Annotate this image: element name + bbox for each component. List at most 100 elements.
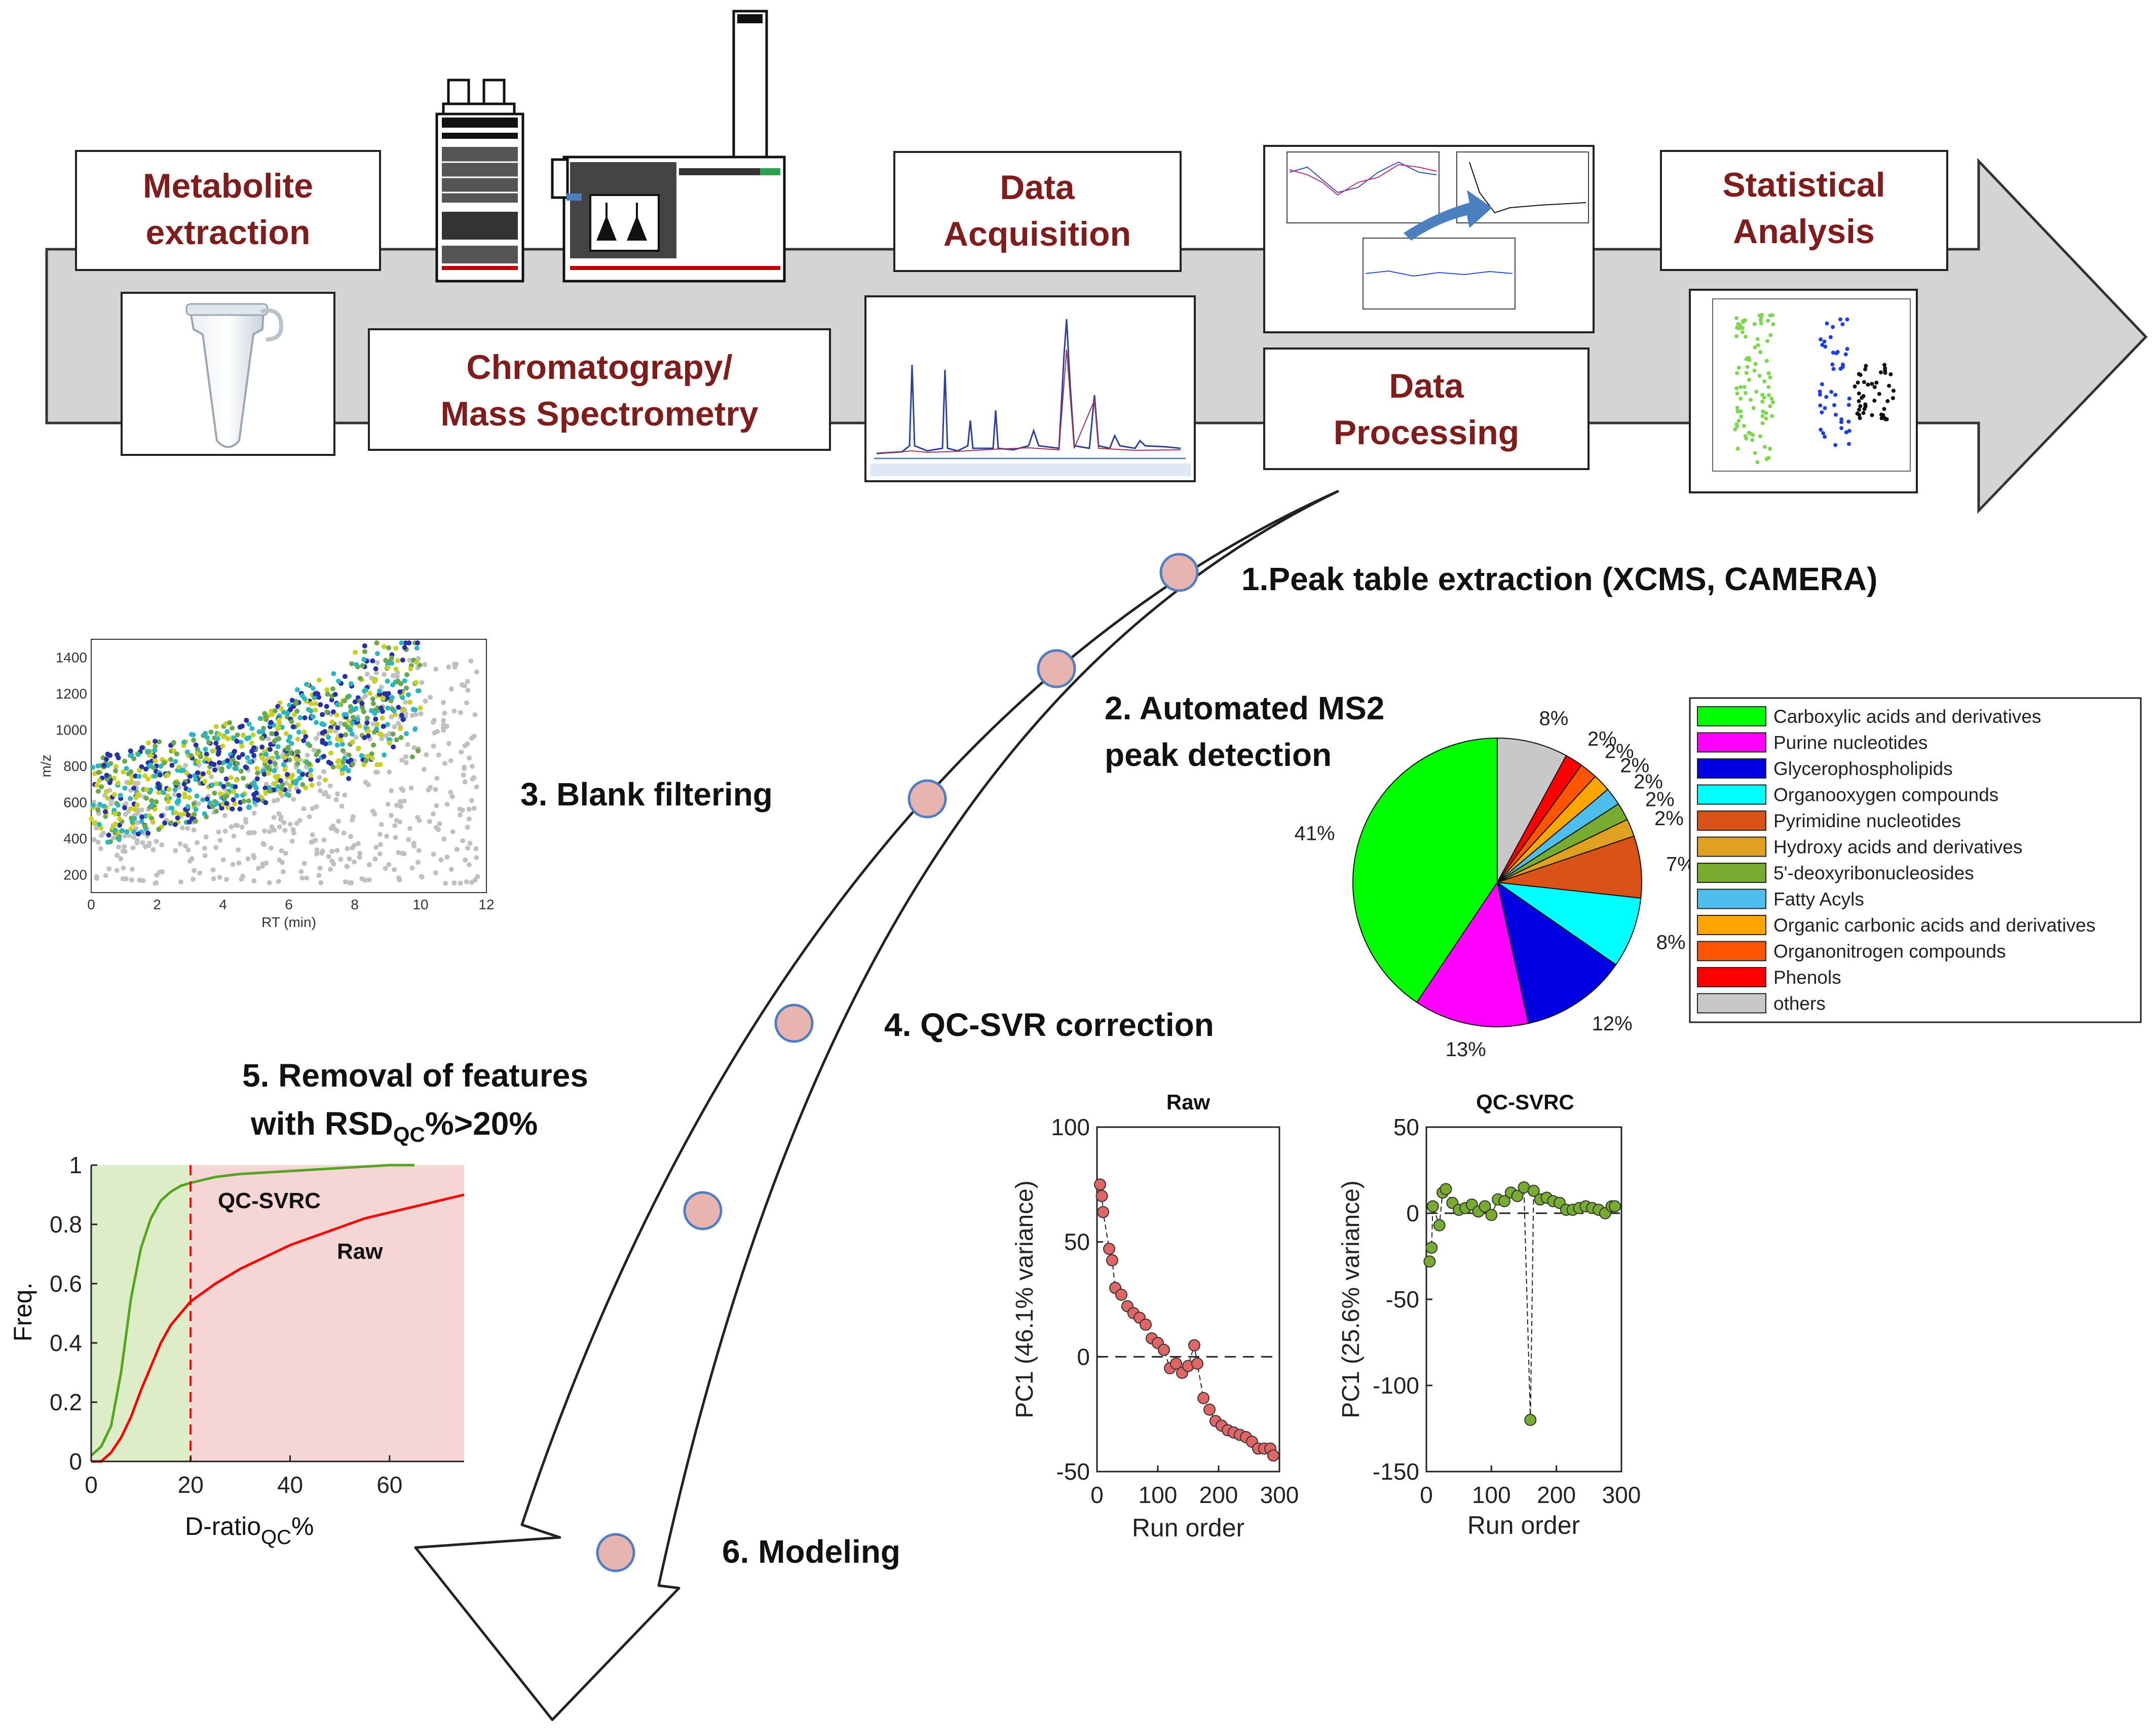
bf-point xyxy=(178,768,184,774)
bf-point xyxy=(262,758,268,764)
bf-point xyxy=(362,649,367,654)
bf-point xyxy=(387,769,392,775)
bf-point xyxy=(200,771,206,777)
bf-point xyxy=(105,763,110,768)
stage-title-line2: extraction xyxy=(146,213,311,252)
bf-point xyxy=(382,752,387,758)
pca-point xyxy=(1888,372,1893,376)
bf-point xyxy=(465,679,470,684)
pca-point xyxy=(1823,435,1827,439)
bf-point xyxy=(352,699,358,705)
bf-point xyxy=(96,778,102,783)
bf-point xyxy=(137,768,142,774)
bf-point xyxy=(460,838,466,843)
pca-point xyxy=(1746,356,1750,360)
bf-point xyxy=(371,729,377,735)
bf-point xyxy=(364,715,370,721)
bf-point xyxy=(288,750,293,756)
bf-point xyxy=(95,807,101,813)
bf-point xyxy=(277,824,282,830)
bf-point xyxy=(206,769,212,775)
bf-point xyxy=(278,778,283,783)
pca-point xyxy=(1734,386,1739,391)
raw-chart-title: Raw xyxy=(1166,1090,1211,1114)
bf-point xyxy=(191,827,197,833)
bf-point xyxy=(93,820,98,825)
bf-point xyxy=(96,769,101,775)
bf-point xyxy=(433,870,438,876)
bf-point xyxy=(359,753,364,758)
bf-point xyxy=(353,649,358,655)
legend-swatch xyxy=(1697,993,1766,1014)
bf-point xyxy=(283,851,288,856)
pca-point xyxy=(1847,396,1851,401)
bf-point xyxy=(184,749,190,755)
bf-point xyxy=(291,796,296,802)
bf-point xyxy=(413,680,419,685)
bf-point xyxy=(144,787,149,792)
bf-point xyxy=(343,879,348,884)
bf-point xyxy=(279,724,285,730)
bf-point xyxy=(212,767,217,773)
bf-point xyxy=(469,736,474,741)
bf-point xyxy=(303,734,309,739)
bf-point xyxy=(216,829,221,835)
bf-point xyxy=(112,821,118,827)
run-point xyxy=(1498,1195,1510,1208)
curved-process-arrow xyxy=(414,490,1339,1721)
bf-point xyxy=(448,758,453,763)
bf-point xyxy=(433,787,438,792)
bf-point xyxy=(260,841,266,846)
pca-point xyxy=(1748,398,1753,402)
bf-point xyxy=(295,789,301,794)
ytick: 100 xyxy=(1051,1114,1090,1140)
pca-point xyxy=(1767,393,1771,398)
legend-label: Organooxygen compounds xyxy=(1773,785,1998,805)
bf-point xyxy=(401,798,407,804)
bf-point xyxy=(148,787,154,793)
legend-swatch xyxy=(1697,915,1766,935)
bf-point xyxy=(154,880,159,885)
bf-ylabel: m/z xyxy=(38,754,54,777)
bf-point xyxy=(114,853,120,858)
bf-point xyxy=(92,771,98,777)
bf-point xyxy=(362,643,367,649)
step-6-label: 6. Modeling xyxy=(722,1533,900,1570)
pca-point xyxy=(1743,334,1748,339)
bf-point xyxy=(249,740,254,746)
bf-point xyxy=(158,772,163,778)
legend-label: Purine nucleotides xyxy=(1773,732,1927,753)
pca-point xyxy=(1758,434,1762,439)
bf-point xyxy=(370,721,376,727)
bf-point xyxy=(466,806,472,812)
bf-point xyxy=(295,761,300,766)
bf-point xyxy=(403,731,409,737)
pca-point xyxy=(1768,447,1772,451)
bf-point xyxy=(113,764,119,769)
bf-point xyxy=(346,752,352,758)
bf-point xyxy=(336,678,342,684)
bf-point xyxy=(377,842,383,847)
bf-point xyxy=(327,783,333,789)
bf-point xyxy=(257,716,263,721)
legend-swatch xyxy=(1697,836,1766,857)
bf-point xyxy=(428,695,433,700)
bf-point xyxy=(314,847,320,853)
bf-point xyxy=(149,802,155,807)
bf-ytick: 800 xyxy=(63,758,87,774)
bf-point xyxy=(149,816,155,821)
bf-point xyxy=(303,785,309,791)
bf-point xyxy=(463,857,468,863)
pie-value-label: 8% xyxy=(1656,931,1686,953)
bf-point xyxy=(234,766,239,771)
bf-point xyxy=(122,844,127,850)
bf-point xyxy=(394,802,400,808)
bf-point xyxy=(171,740,176,745)
bf-point xyxy=(452,662,458,667)
bf-point xyxy=(128,796,133,801)
bf-point xyxy=(399,757,405,763)
pca-point xyxy=(1821,431,1826,436)
bf-point xyxy=(369,751,374,757)
bf-point xyxy=(397,726,403,731)
bf-point xyxy=(374,762,380,767)
